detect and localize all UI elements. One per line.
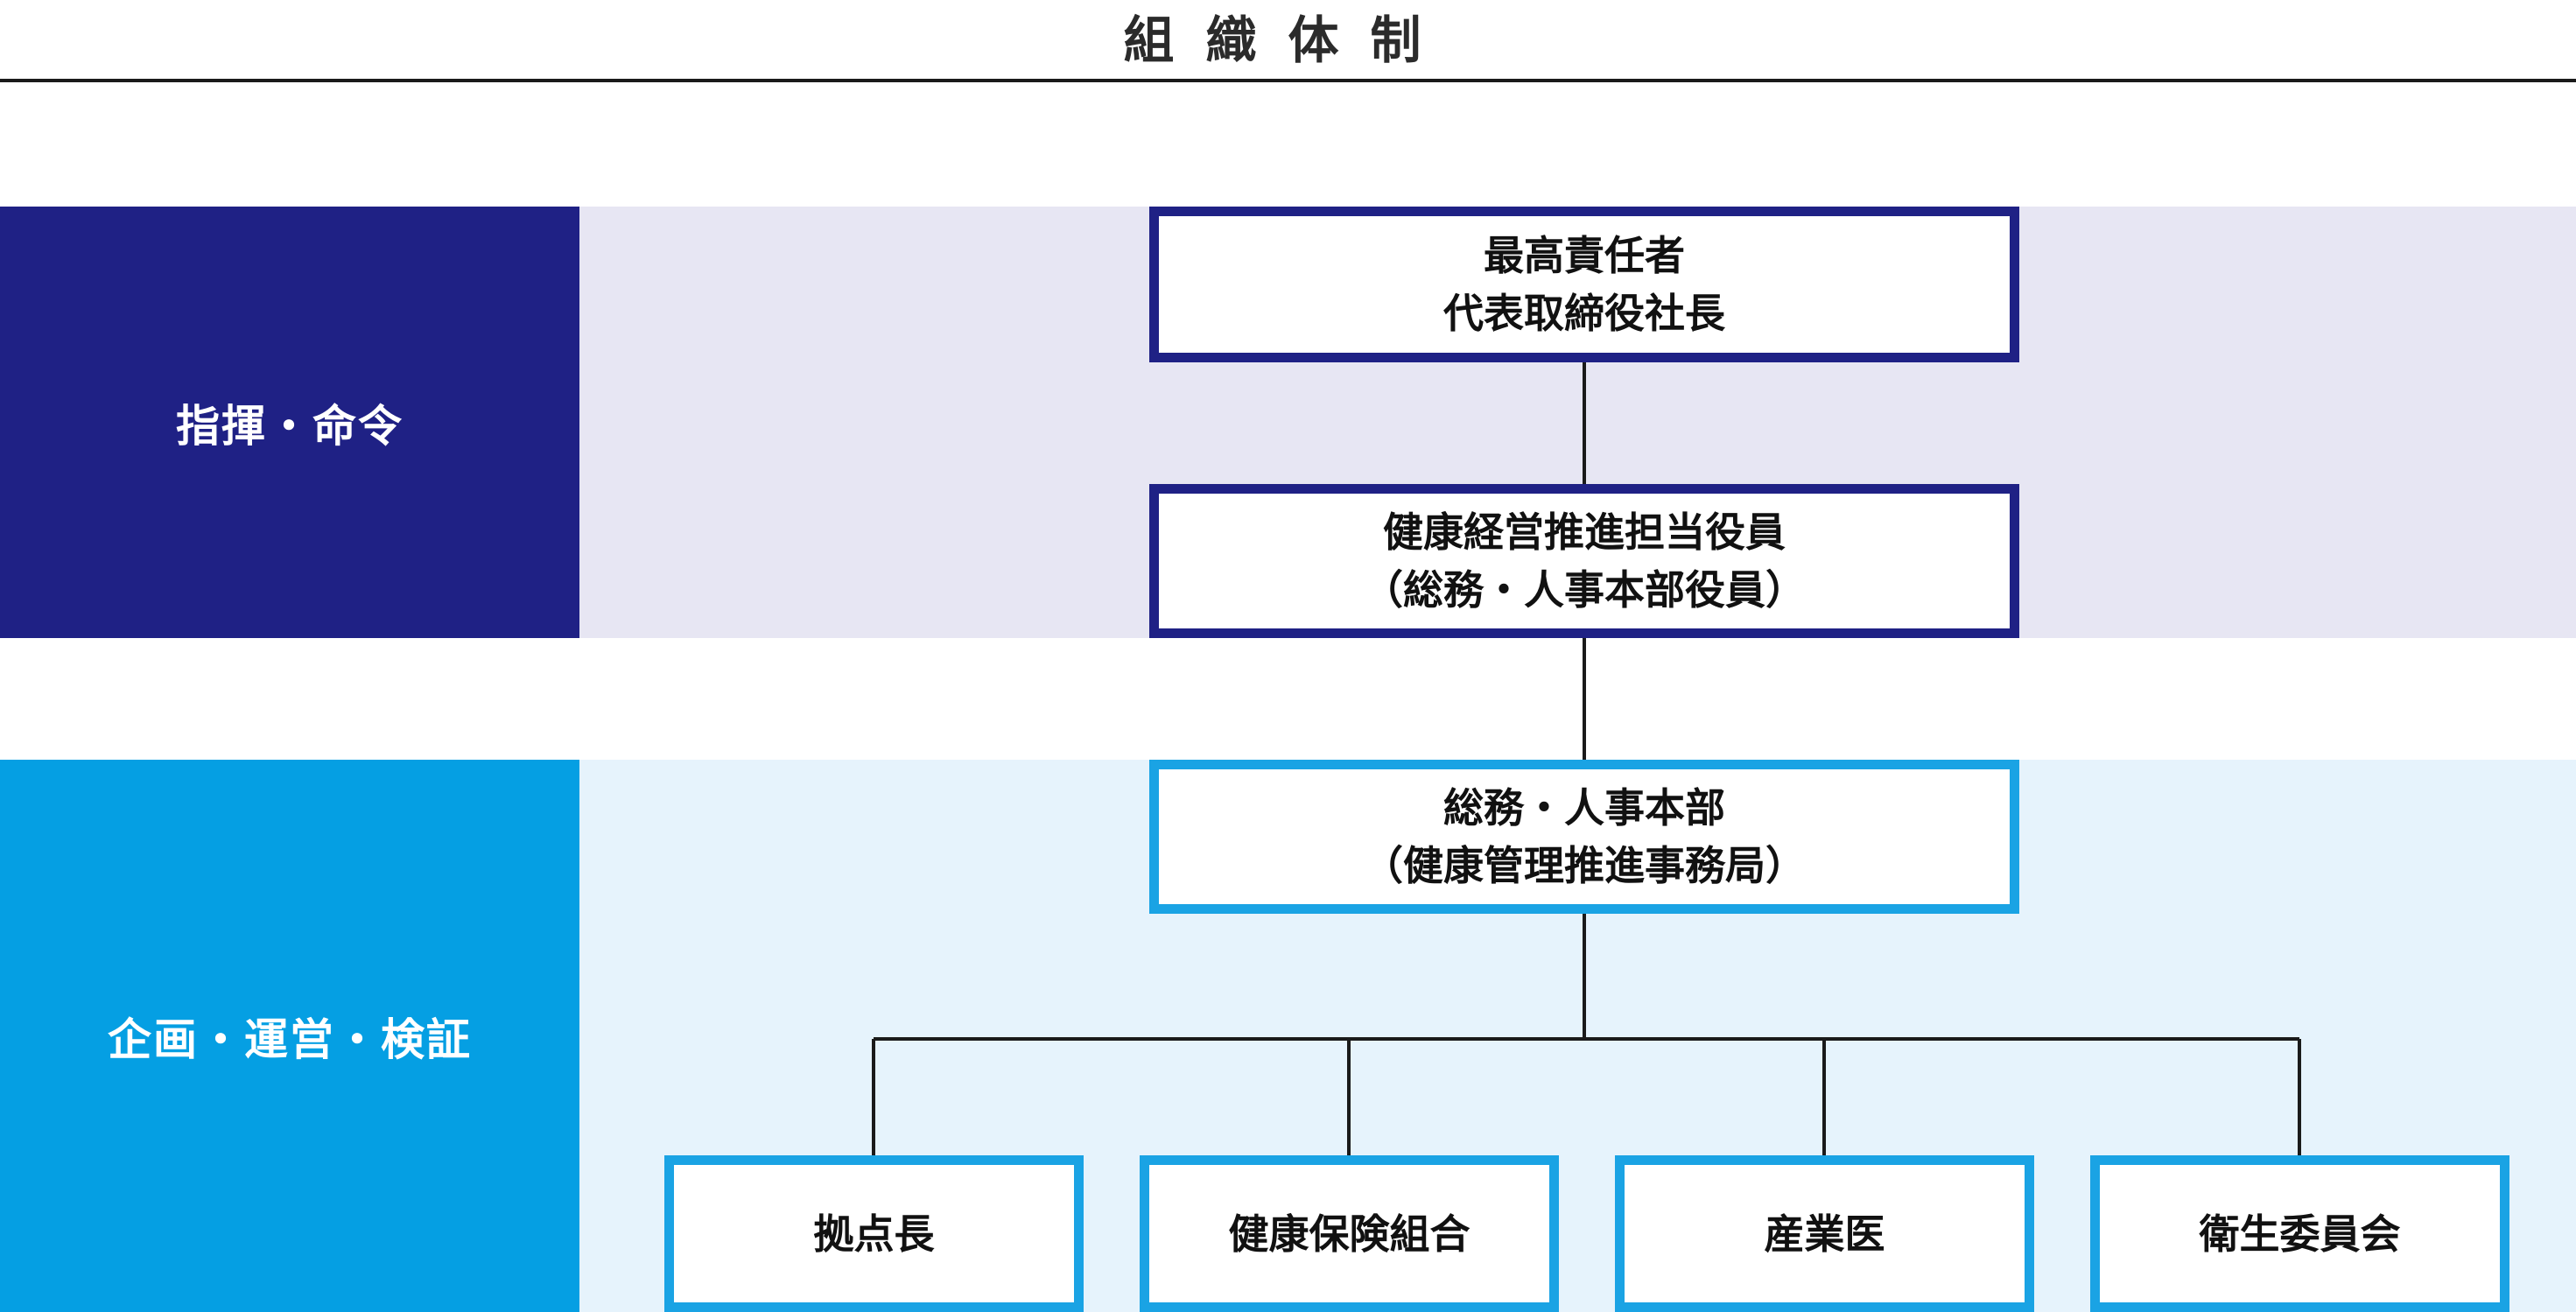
health-committee-box: 衛生委員会 [2090, 1155, 2509, 1312]
ceo-box: 最高責任者 代表取締役社長 [1149, 207, 2019, 362]
ceo-role: 最高責任者 [1484, 232, 1685, 279]
officer-box: 健康経営推進担当役員 （総務・人事本部役員） [1149, 484, 2019, 638]
title-divider [0, 79, 2576, 82]
site-manager-label: 拠点長 [813, 1210, 935, 1258]
hr-division-secretariat: （健康管理推進事務局） [1363, 842, 1806, 889]
ceo-title: 代表取締役社長 [1443, 290, 1725, 337]
health-committee-label: 衛生委員会 [2199, 1210, 2401, 1258]
health-insurance-label: 健康保険組合 [1228, 1210, 1470, 1258]
command-band-label: 指揮・命令 [0, 207, 579, 638]
page-title: 組織体制 [1123, 11, 1453, 70]
health-insurance-box: 健康保険組合 [1140, 1155, 1559, 1312]
operate-band-label: 企画・運営・検証 [0, 760, 579, 1312]
site-manager-box: 拠点長 [664, 1155, 1084, 1312]
hr-division-name: 総務・人事本部 [1443, 784, 1725, 831]
officer-department: （総務・人事本部役員） [1363, 566, 1806, 614]
hr-division-box: 総務・人事本部 （健康管理推進事務局） [1149, 760, 2019, 914]
industrial-physician-box: 産業医 [1615, 1155, 2034, 1312]
industrial-physician-label: 産業医 [1764, 1210, 1885, 1258]
officer-role: 健康経営推進担当役員 [1383, 509, 1786, 556]
